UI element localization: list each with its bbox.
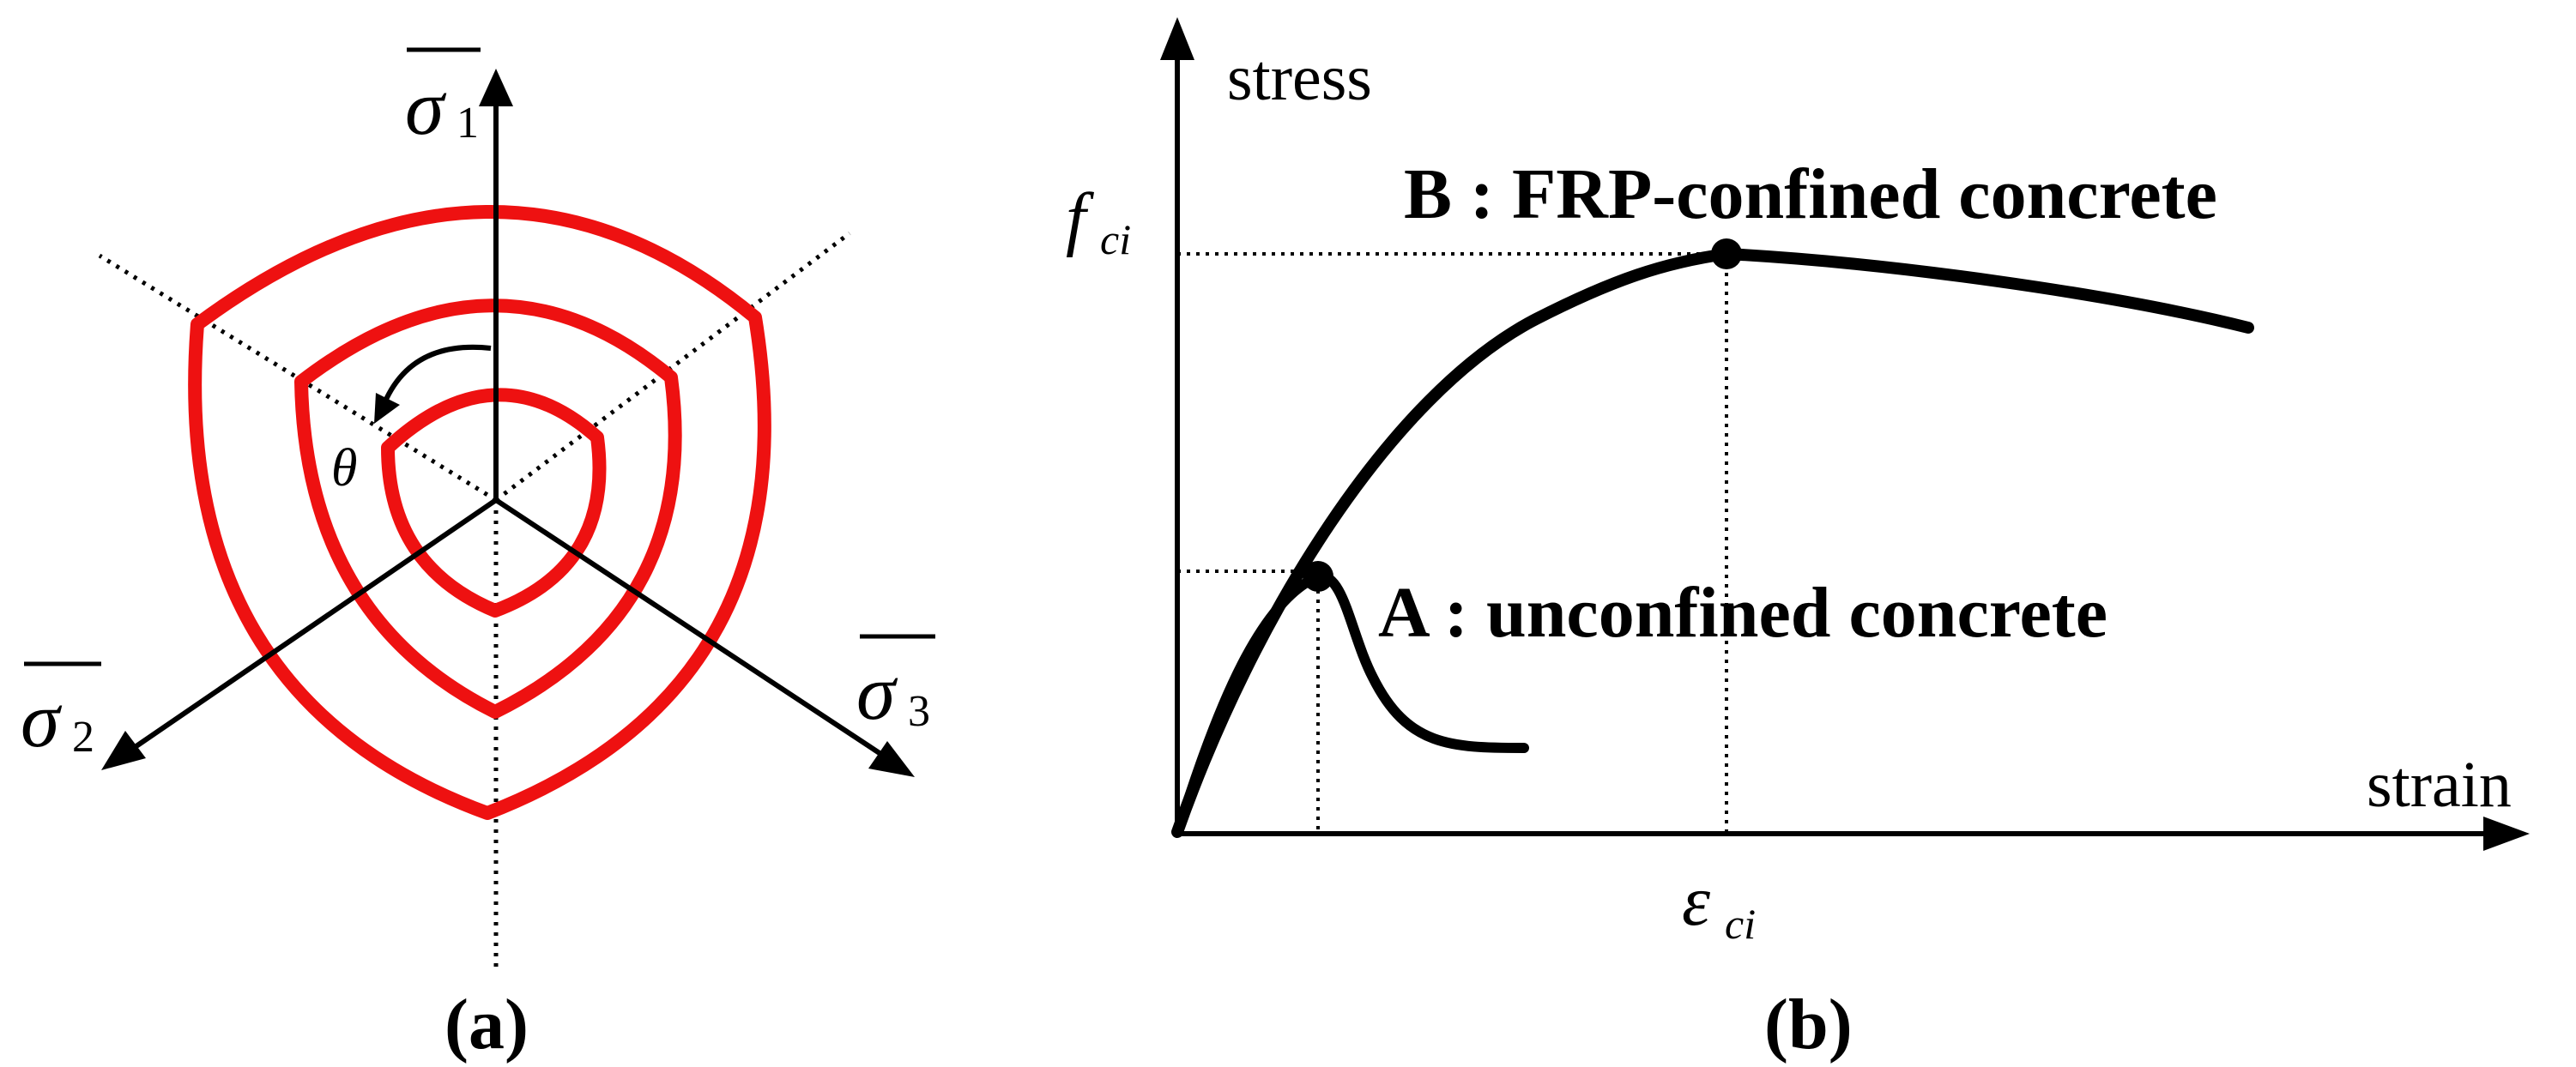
curve-b-label: B : FRP-confined concrete: [1404, 154, 2217, 234]
sigma2-symbol: σ: [21, 676, 63, 763]
peak-point-a: [1303, 561, 1333, 592]
loading-surface-outer: [188, 205, 771, 820]
panel-a-caption: (a): [444, 985, 529, 1064]
sigma3-label: σ 3: [856, 634, 935, 736]
guide-lines: [1177, 252, 1728, 834]
stress-axis-arrowhead: [1160, 17, 1194, 60]
peak-strain-subscript: ci: [1725, 900, 1756, 948]
sigma2-subscript: 2: [72, 713, 94, 762]
sigma1-arrowhead: [479, 69, 513, 106]
panel-b-caption: (b): [1764, 985, 1853, 1064]
deviatoric-dotted-lines: [98, 232, 851, 969]
theta-arc-arrowhead: [374, 393, 400, 424]
strain-axis-label: strain: [2367, 749, 2512, 821]
sigma3-arrowhead: [868, 741, 915, 777]
theta-angle-arc: [382, 344, 492, 405]
sigma1-symbol: σ: [405, 63, 447, 151]
loading-surface-inner: [381, 388, 607, 618]
peak-stress-subscript: ci: [1100, 215, 1131, 263]
curve-a-unconfined: [1176, 570, 1529, 829]
strain-axis-arrowhead: [2483, 817, 2530, 851]
loading-surfaces: [188, 205, 771, 820]
sigma3-subscript: 3: [908, 687, 930, 736]
sigma3-symbol: σ: [856, 648, 898, 736]
peak-point-b: [1711, 238, 1742, 269]
theta-label: θ: [331, 439, 357, 497]
sigma1-subscript: 1: [457, 99, 479, 148]
sigma2-axis: [127, 497, 498, 754]
sigma3-axis: [494, 497, 889, 761]
peak-strain-symbol: ε: [1682, 861, 1711, 941]
peak-strain-label: ε ci: [1682, 861, 1756, 948]
sigma1-label: σ 1: [405, 47, 481, 151]
panel-b: stress strain B : FRP-confined concrete …: [1066, 17, 2530, 1064]
dotted-line-right-upper: [494, 232, 851, 502]
curve-a-label: A : unconfined concrete: [1378, 573, 2107, 653]
peak-stress-symbol: f: [1066, 178, 1095, 258]
principal-axes: [127, 84, 889, 761]
loading-surface-middle: [294, 298, 682, 719]
stress-axis-label: stress: [1227, 42, 1372, 114]
peak-stress-label: f ci: [1066, 178, 1131, 263]
curve-b-frp-confined: [1171, 247, 2254, 838]
sigma2-arrowhead: [101, 731, 146, 770]
sigma2-label: σ 2: [21, 661, 101, 763]
panel-a: θ σ 1 σ 2 σ 3 (a): [21, 47, 935, 1064]
